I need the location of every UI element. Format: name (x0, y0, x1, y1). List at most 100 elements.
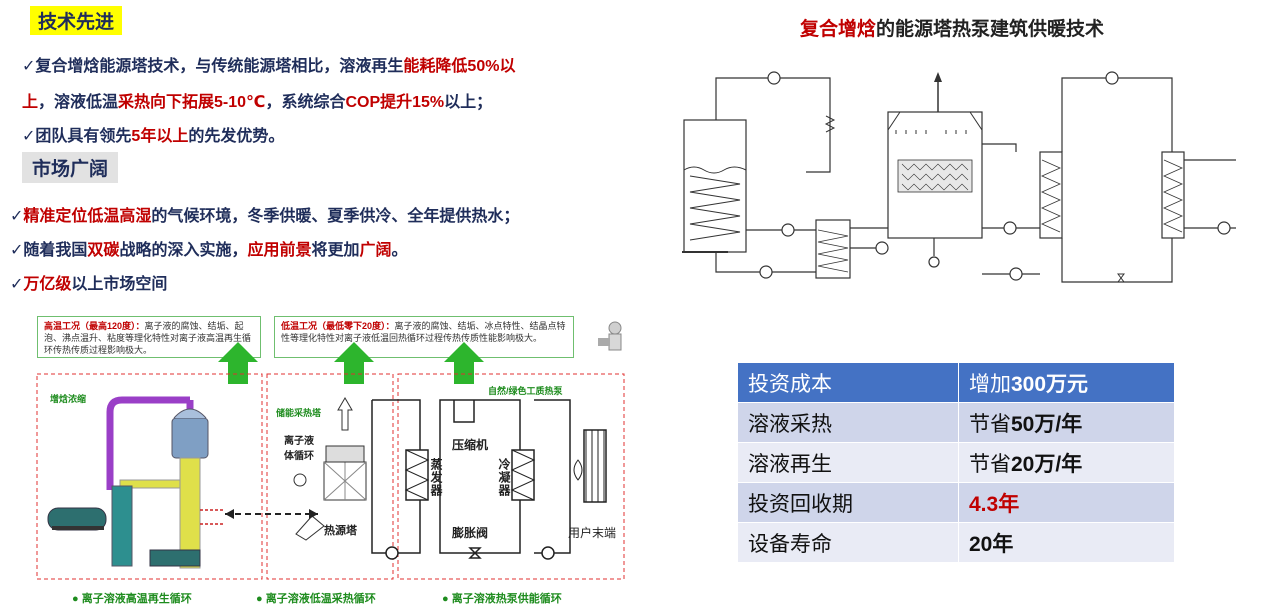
table-cell: 投资成本 (737, 362, 959, 403)
label-zhengfa: 蒸发器 (429, 458, 443, 497)
table-cell: 20年 (958, 522, 1175, 563)
footer-heat-pump: ● 离子溶液热泵供能循环 (442, 593, 562, 605)
bullet-text: 的气候环境，冬季供暖、夏季供冷、全年提供热水； (151, 208, 520, 225)
bullet-text: 以上； (444, 94, 493, 111)
label-lizi: 离子液体循环 (284, 436, 314, 462)
table-cell: 节省50万/年 (958, 402, 1175, 443)
bullet-text: 将更加 (311, 242, 360, 259)
bullet-text: 复合增焓能源塔技术，与传统能源塔相比，溶液再生 (35, 58, 404, 75)
note-low-temp-title: 低温工况（最低零下20度）： (281, 321, 395, 331)
footer-low-temp: ● 离子溶液低温采热循环 (256, 593, 376, 605)
bullet-highlight: 能耗降低50%以 (403, 58, 516, 75)
note-high-temp-text: 离子液的腐蚀、结垢、起泡、沸点温升、粘度等理化特性对离子液高温再生循环传热传质过… (44, 321, 252, 355)
heading-tech-advanced: 技术先进 (30, 6, 123, 35)
table-cell: 设备寿命 (737, 522, 959, 563)
green-arrow-icon (444, 342, 484, 384)
label-yonghu: 用户末端 (568, 526, 617, 540)
table-cell: 溶液再生 (737, 442, 959, 483)
valve-icon (1117, 273, 1125, 283)
regen-cycle-box (36, 373, 263, 580)
pump-icon (1009, 267, 1023, 281)
bullet-text: 的先发优势。 (188, 128, 285, 145)
heat-exchanger (1161, 151, 1185, 239)
table-row: 设备寿命 20年 (737, 522, 1175, 563)
table-cell: 增加300万元 (958, 362, 1175, 403)
note-high-temp-title: 高温工况（最高120度）： (44, 321, 145, 331)
label-ziran: 自然/绿色工质热泵 (488, 386, 563, 396)
bullet-team-lead: ✓团队具有领先5年以上的先发优势。 (22, 122, 284, 146)
heat-collect-box (266, 373, 394, 580)
label-yasuo: 压缩机 (452, 438, 489, 452)
pump-icon (1003, 221, 1017, 235)
pump-icon (875, 241, 889, 255)
heat-pump-box (397, 373, 625, 580)
label-reyuan: 热源塔 (324, 525, 357, 537)
note-low-temp-text: 离子液的腐蚀、结垢、冰点特性、结晶点特性等理化特性对离子液低温回热循环过程传热传… (281, 321, 566, 343)
bullet-text: ，系统综合 (265, 94, 346, 111)
cell-prefix: 节省 (969, 411, 1011, 436)
heat-exchanger (1039, 151, 1063, 239)
bullet-highlight: 5年以上 (131, 128, 189, 145)
table-cell: 4.3年 (958, 482, 1175, 523)
bullet-text: 战略的深入实施， (119, 242, 248, 259)
heading-market: 市场广阔 (22, 152, 119, 183)
cell-value: 300万元 (1011, 372, 1089, 396)
bullet-market-size: ✓万亿级以上市场空间 (10, 270, 167, 294)
title-highlight: 复合增焓 (800, 19, 877, 40)
title-text: 的能源塔热泵建筑供暖技术 (876, 19, 1105, 40)
check-icon: ✓ (10, 208, 24, 225)
pump-icon (1217, 221, 1231, 235)
bullet-highlight: 双碳 (87, 242, 120, 259)
bullet-dual-carbon: ✓随着我国双碳战略的深入实施，应用前景将更加广阔。 (10, 236, 408, 260)
valve-icon (928, 256, 940, 268)
green-arrow-icon (334, 342, 374, 384)
table-row: 投资成本 增加300万元 (737, 362, 1175, 403)
bullet-text: ，溶液低温 (38, 94, 119, 111)
bullet-text: 以上市场空间 (71, 276, 168, 293)
cell-value-payback: 4.3年 (969, 492, 1020, 516)
table-cell: 溶液采热 (737, 402, 959, 443)
check-icon: ✓ (22, 128, 36, 145)
bullet-highlight: 精准定位低温高湿 (23, 208, 152, 225)
investment-table: 投资成本 增加300万元 溶液采热 节省50万/年 溶液再生 节省20万/年 投… (737, 362, 1175, 563)
heat-pump-loop (371, 399, 607, 560)
label-lengning: 冷凝器 (497, 458, 511, 497)
table-row: 溶液再生 节省20万/年 (737, 442, 1175, 483)
bullet-compound-enthalpy: ✓复合增焓能源塔技术，与传统能源塔相比，溶液再生能耗降低50%以 (22, 52, 515, 76)
footer-high-temp: ● 离子溶液高温再生循环 (72, 593, 192, 605)
bullet-highlight: 上 (22, 94, 39, 111)
bullet-text: 随着我国 (23, 242, 88, 259)
cell-prefix: 增加 (969, 371, 1011, 396)
pump-icon (781, 223, 795, 237)
bullet-text: 团队具有领先 (35, 128, 132, 145)
cell-value: 20年 (969, 532, 1014, 556)
pump-icon (759, 265, 773, 279)
valve-icon (824, 115, 836, 133)
bullet-highlight: 万亿级 (23, 276, 72, 293)
bullet-highlight: 广阔 (359, 242, 392, 259)
regeneration-equipment (47, 396, 225, 569)
table-cell: 投资回收期 (737, 482, 959, 523)
right-title: 复合增焓的能源塔热泵建筑供暖技术 (800, 14, 1104, 41)
check-icon: ✓ (22, 58, 36, 75)
bullet-text: 。 (391, 242, 408, 259)
bullet-highlight: 采热向下拓展5-10℃ (118, 94, 266, 111)
cell-value: 50万/年 (1011, 412, 1083, 436)
ionic-liquid-process-diagram (36, 321, 625, 580)
label-chuneng: 储能采热塔 (276, 408, 322, 418)
cell-prefix: 节省 (969, 451, 1011, 476)
check-icon: ✓ (10, 242, 24, 259)
check-icon: ✓ (10, 276, 24, 293)
pump-icon (767, 71, 781, 85)
bullet-climate: ✓精准定位低温高湿的气候环境，冬季供暖、夏季供冷、全年提供热水； (10, 202, 519, 226)
table-cell: 节省20万/年 (958, 442, 1175, 483)
bullet-highlight: 应用前景 (247, 242, 312, 259)
label-zenghan: 增焓浓缩 (50, 394, 87, 404)
label-pengzhang: 膨胀阀 (452, 526, 489, 540)
table-row: 溶液采热 节省50万/年 (737, 402, 1175, 443)
heat-pump-schematic (682, 71, 1236, 283)
bullet-compound-enthalpy-cont: 上，溶液低温采热向下拓展5-10℃，系统综合COP提升15%以上； (22, 88, 492, 112)
pump-icon (1105, 71, 1119, 85)
note-high-temp: 高温工况（最高120度）：离子液的腐蚀、结垢、起泡、沸点温升、粘度等理化特性对离… (37, 316, 261, 358)
heat-source-tower (225, 397, 367, 541)
